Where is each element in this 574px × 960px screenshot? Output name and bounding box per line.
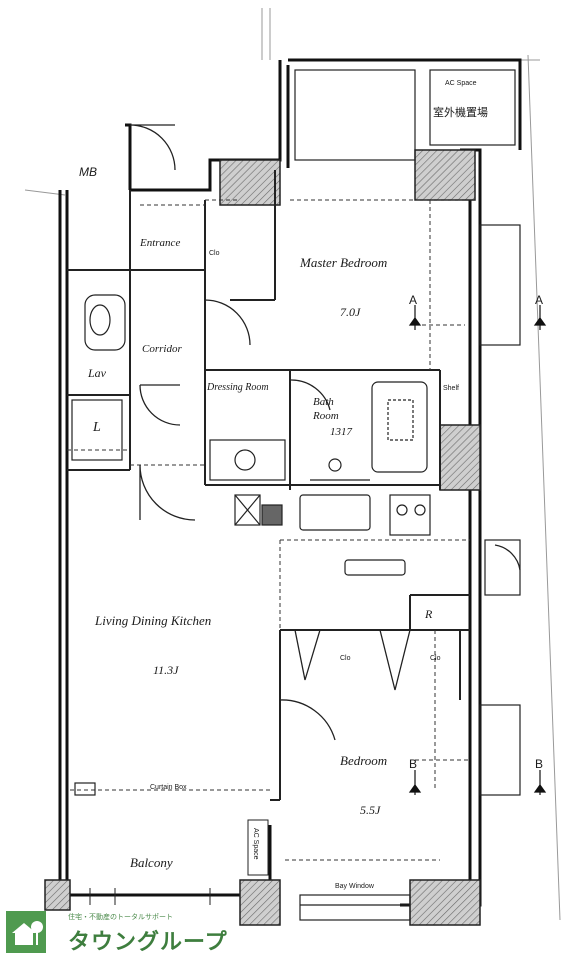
mb-label: MB (79, 165, 97, 179)
dashed-lines (67, 199, 470, 861)
master-bedroom-label: Master Bedroom (300, 255, 388, 270)
house-tree-logo-icon (6, 911, 46, 953)
balcony-railing (89, 819, 269, 905)
ac-space-balcony-label: AC Space (252, 828, 259, 860)
entrance-label: Entrance (140, 237, 181, 249)
bath-room-label: Bath Room (313, 396, 339, 422)
fixtures (71, 69, 521, 921)
section-b-left: B (409, 757, 418, 771)
ldk-label: Living Dining Kitchen (95, 613, 212, 628)
section-markers (408, 305, 547, 795)
side-closet-label: Clo (430, 655, 441, 662)
corridor-label: Corridor (142, 343, 182, 355)
section-a-left: A (409, 293, 418, 307)
master-bedroom-area: 7.0J (340, 305, 361, 319)
bath-room-size: 1317 (330, 426, 352, 438)
door-swings (129, 124, 521, 741)
refrigerator-label: R (425, 607, 433, 621)
company-logo (0, 905, 250, 960)
interior-walls (67, 170, 470, 801)
shelf-label: Shelf (443, 385, 459, 392)
dressing-room-label: Dressing Room (207, 382, 269, 393)
logo-name: タウングループ (68, 930, 228, 955)
curtain-box-label: Curtain Box (150, 784, 187, 791)
laundry-label: L (93, 420, 101, 435)
entrance-closet-label: Clo (209, 250, 220, 257)
section-b-right: B (535, 757, 544, 771)
section-a-right: A (535, 293, 544, 307)
bedroom-label: Bedroom (340, 753, 388, 768)
lav-label: Lav (88, 366, 106, 380)
structural-columns (44, 149, 481, 926)
bedroom-area: 5.5J (360, 803, 381, 817)
outdoor-unit-label: 室外機置場 (433, 107, 488, 119)
bedroom-closet-label: Clo (340, 655, 351, 662)
ac-space-top-label: AC Space (445, 80, 477, 87)
ldk-area: 11.3J (153, 663, 179, 677)
bay-window-label: Bay Window (335, 883, 374, 890)
logo-caption: 住宅・不動産のトータルサポート (68, 914, 173, 921)
balcony-label: Balcony (130, 855, 173, 870)
